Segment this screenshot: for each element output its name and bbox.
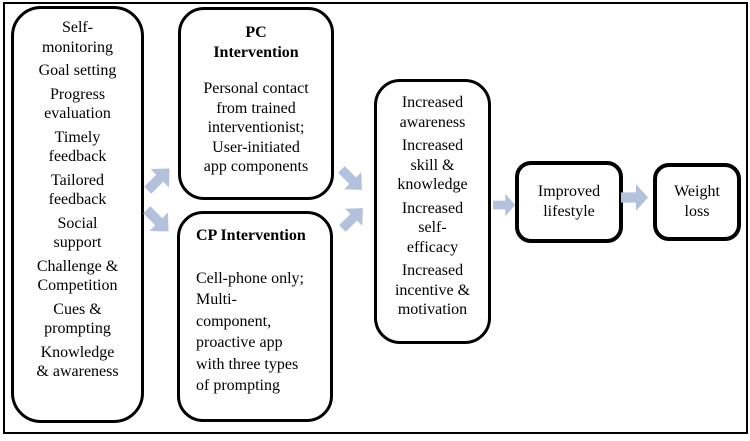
strategy-item: Progress evaluation	[44, 85, 111, 123]
improved-lifestyle-box: Improved lifestyle	[515, 161, 623, 243]
arrow-cp-to-outcomes-icon	[332, 197, 373, 238]
block-arrow-shape	[143, 206, 169, 232]
strategy-item: Cues & prompting	[44, 300, 111, 338]
pc-intervention-title: PC Intervention	[213, 24, 299, 61]
outcomes-box: Increased awareness Increased skill & kn…	[374, 79, 491, 344]
block-arrow-shape	[338, 166, 362, 190]
strategy-item: Timely feedback	[48, 128, 107, 166]
strategy-item: Social support	[53, 214, 102, 252]
strategy-item: Self-monitoring	[41, 19, 114, 56]
strategy-item: Knowledge & awareness	[36, 343, 119, 381]
improved-lifestyle-label: Improved lifestyle	[537, 183, 601, 220]
arrow-pc-to-outcomes-icon	[331, 159, 372, 200]
block-arrow-shape	[339, 208, 363, 232]
block-arrow-shape	[621, 184, 649, 211]
cp-intervention-box: CP Intervention Cell-phone only; Multi-c…	[177, 211, 333, 422]
cp-intervention-title: CP Intervention	[196, 227, 306, 244]
arrow-outcomes-to-lifestyle-icon	[493, 192, 516, 218]
arrow-strategies-to-cp-icon	[136, 199, 180, 243]
weight-loss-label: Weight loss	[674, 183, 720, 220]
outcome-item: Increased awareness	[399, 94, 466, 131]
strategy-item: Tailored feedback	[48, 171, 107, 209]
strategies-box: Self-monitoring Goal setting Progress ev…	[11, 6, 144, 423]
weight-loss-box: Weight loss	[653, 163, 741, 241]
outer-border	[3, 2, 748, 434]
strategy-item: Challenge & Competition	[36, 257, 119, 295]
block-arrow-shape	[493, 193, 516, 217]
cp-intervention-body: Cell-phone only; Multi-component, proact…	[196, 269, 304, 395]
pc-intervention-box: PC Intervention Personal contact from tr…	[178, 7, 334, 200]
strategy-item: Goal setting	[38, 62, 117, 80]
arrow-strategies-to-pc-icon	[137, 157, 181, 201]
outcome-item: Increased skill & knowledge	[397, 137, 468, 194]
block-arrow-shape	[144, 168, 170, 194]
outcome-item: Increased self-efficacy	[401, 199, 464, 256]
arrow-lifestyle-to-weightloss-icon	[621, 182, 649, 213]
outcome-item: Increased incentive & motivation	[394, 262, 471, 319]
pc-intervention-body: Personal contact from trained interventi…	[203, 80, 309, 176]
